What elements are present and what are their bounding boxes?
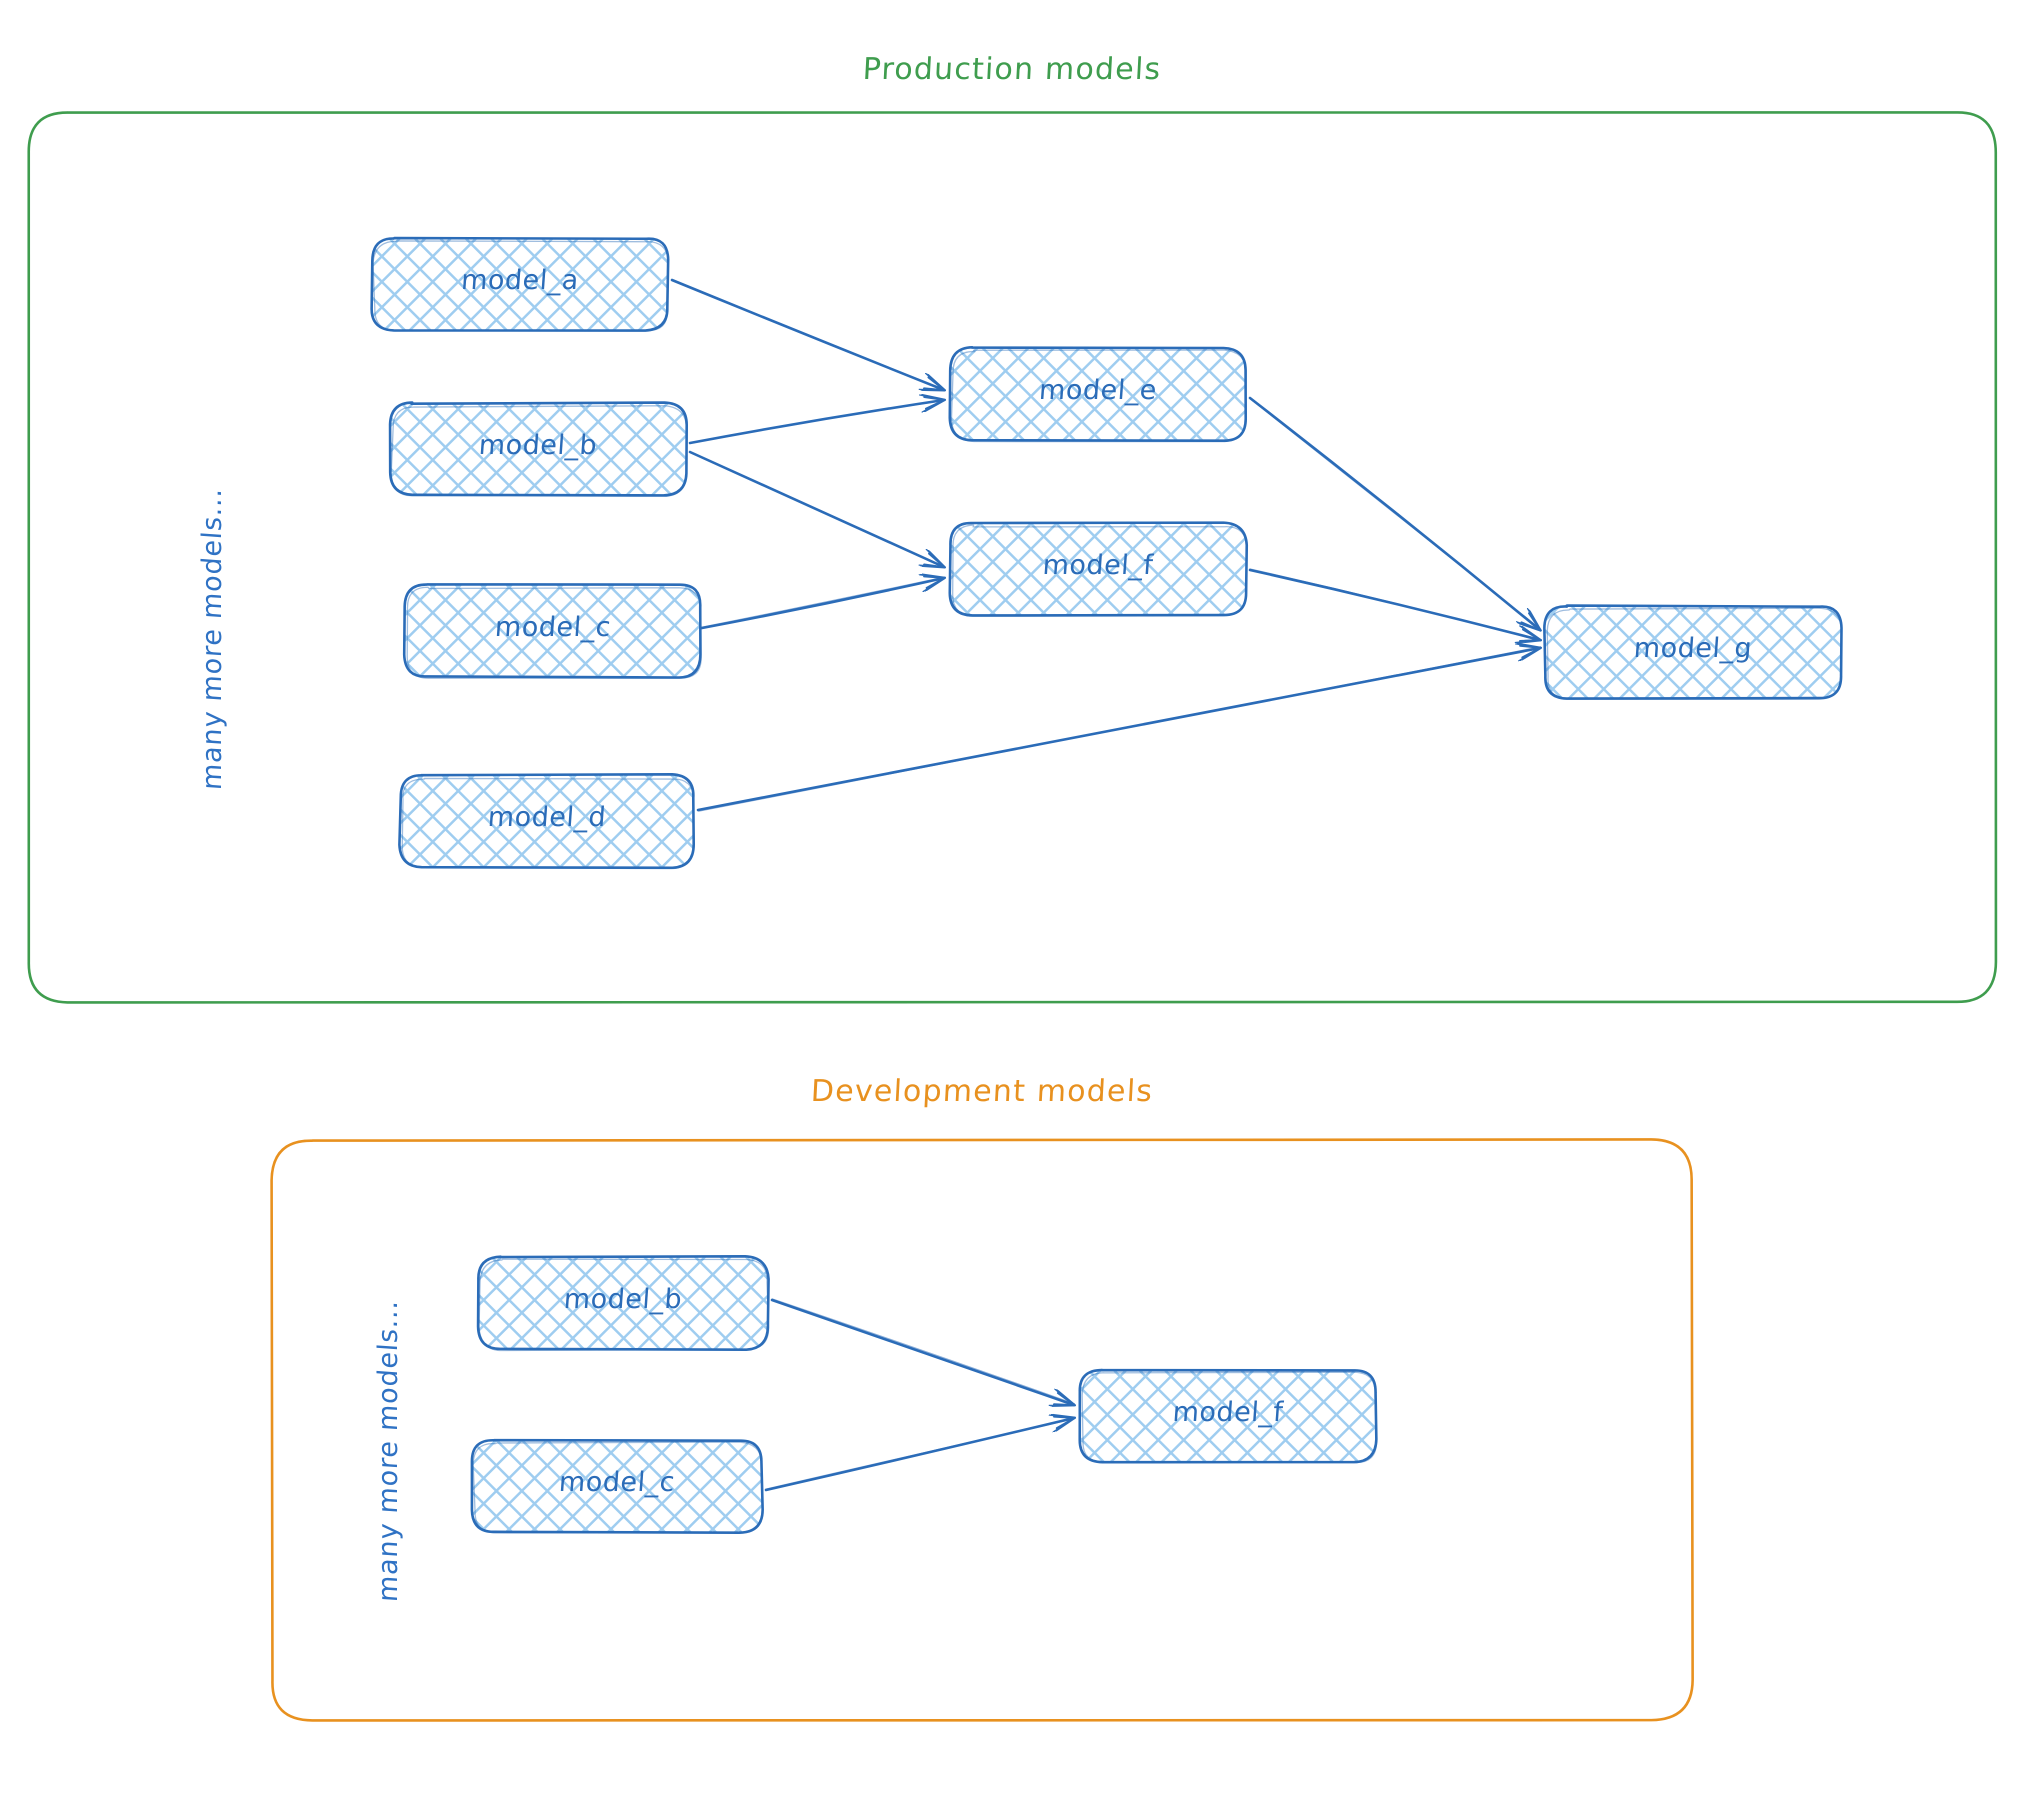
node-fill-dev_b [477,1256,769,1350]
edge-prod_c-to-prod_f [700,578,944,630]
edge-sketch-overlay [764,1418,1075,1490]
node-fill-prod_g [1544,605,1842,699]
group-frames [27,111,1998,1722]
edge-sketch-overlay [1249,568,1542,642]
node-prod_a[interactable] [372,238,668,330]
edge-sketch-overlay [771,1298,1075,1405]
node-outline-prod_d[interactable] [398,773,696,870]
node-outline-sketch-prod_b [390,405,688,497]
edge-sketch-overlay [698,646,1542,812]
node-prod_b[interactable] [390,403,686,495]
edge-dev_b-to-dev_f [770,1298,1074,1405]
node-outline-dev_f[interactable] [1078,1368,1378,1464]
edge-sketch-overlay [701,576,945,628]
node-outline-sketch-prod_f [952,524,1248,617]
node-fill-prod_d [399,774,694,868]
node-prod_e[interactable] [950,348,1246,440]
production-many-more-models-label: many more models... [197,486,228,791]
nodes-layer [370,236,1843,1534]
edge-sketch-overlay [1250,398,1542,630]
development-group-frame [270,1138,1694,1722]
node-outline-prod_f[interactable] [948,521,1249,617]
node-fill-prod_c [404,584,701,678]
node-outline-prod_b[interactable] [388,401,689,497]
node-outline-dev_b[interactable] [476,1255,770,1351]
development-group-title: Development models [810,1074,1154,1109]
node-outline-sketch-dev_f [1081,1371,1378,1464]
node-outline-prod_a[interactable] [370,236,670,332]
edge-sketch-overlay [672,280,944,390]
production-group-frame [27,111,1998,1004]
node-outline-sketch-prod_e [950,349,1247,443]
node-fill-prod_b [390,402,687,496]
node-outline-prod_g[interactable] [1543,604,1843,700]
node-outline-sketch-prod_c [406,586,702,679]
node-outline-sketch-prod_d [401,777,695,870]
node-outline-prod_c[interactable] [402,583,702,679]
node-fill-dev_f [1079,1369,1377,1462]
node-dev_c[interactable] [472,1440,762,1532]
node-prod_c[interactable] [405,585,701,677]
node-outline-sketch-dev_c [472,1441,763,1534]
node-dev_b[interactable] [478,1257,768,1349]
node-outline-dev_c[interactable] [470,1438,764,1534]
node-outline-sketch-dev_b [478,1258,770,1352]
edge-sketch-overlay [689,451,944,568]
node-outline-sketch-prod_a [372,240,670,332]
node-prod_d[interactable] [400,775,694,867]
node-prod_f[interactable] [950,523,1246,615]
node-fill-prod_e [949,347,1247,440]
edges-layer [670,278,1542,1492]
node-fill-dev_c [471,1439,763,1533]
development-many-more-models-label: many more models... [373,1298,404,1603]
node-fill-prod_f [949,522,1247,616]
node-dev_f[interactable] [1080,1370,1376,1462]
node-outline-sketch-prod_g [1546,607,1842,700]
node-fill-prod_a [371,237,669,331]
edge-sketch-overlay [688,400,945,445]
production-group-title: Production models [861,52,1163,87]
node-prod_g[interactable] [1545,606,1841,698]
node-outline-prod_e[interactable] [948,345,1248,443]
